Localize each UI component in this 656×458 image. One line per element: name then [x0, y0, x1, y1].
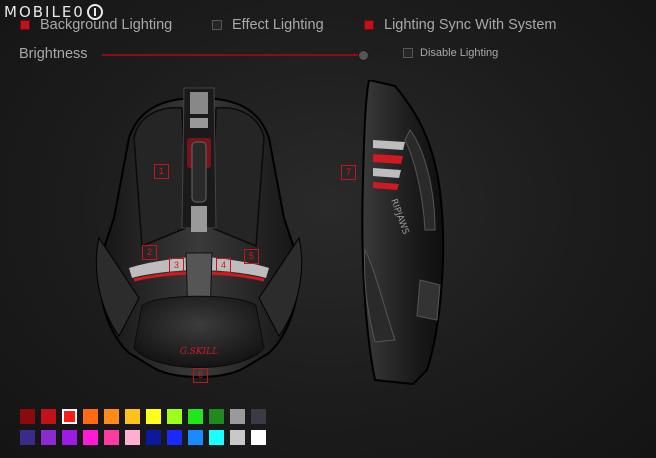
brightness-slider-track[interactable] — [102, 54, 364, 56]
color-swatch[interactable] — [62, 409, 77, 424]
color-swatch[interactable] — [251, 430, 266, 445]
lighting-sync-label: Lighting Sync With System — [384, 17, 557, 33]
background-lighting-label: Background Lighting — [40, 17, 173, 33]
color-swatch[interactable] — [125, 409, 140, 424]
svg-text:G.SKILL: G.SKILL — [180, 347, 218, 357]
color-swatch[interactable] — [146, 430, 161, 445]
zone-2-marker[interactable]: 2 — [142, 245, 157, 260]
color-swatch[interactable] — [83, 430, 98, 445]
color-swatch[interactable] — [167, 409, 182, 424]
color-swatch[interactable] — [230, 430, 245, 445]
color-swatch[interactable] — [146, 409, 161, 424]
color-swatch[interactable] — [125, 430, 140, 445]
color-swatch[interactable] — [188, 430, 203, 445]
color-swatch[interactable] — [230, 409, 245, 424]
zone-1-marker[interactable]: 1 — [154, 164, 169, 179]
logo-gear-icon — [86, 4, 103, 20]
zone-4-marker[interactable]: 4 — [216, 258, 231, 273]
zone-5-marker[interactable]: 5 — [244, 249, 259, 264]
color-swatch[interactable] — [83, 409, 98, 424]
zone-3-marker[interactable]: 3 — [169, 258, 184, 273]
color-swatch[interactable] — [104, 409, 119, 424]
lighting-sync-option[interactable]: Lighting Sync With System — [364, 17, 556, 33]
zone-7-marker[interactable]: 7 — [341, 165, 356, 180]
disable-lighting-option[interactable]: Disable Lighting — [403, 47, 498, 59]
lighting-sync-checkbox[interactable] — [364, 20, 374, 30]
mouse-side-view: RIPJAWS 7 — [341, 78, 455, 386]
color-swatch[interactable] — [104, 430, 119, 445]
effect-lighting-option[interactable]: Effect Lighting — [212, 17, 324, 33]
color-palette-row-2 — [20, 430, 266, 445]
color-swatch[interactable] — [188, 409, 203, 424]
color-swatch[interactable] — [209, 409, 224, 424]
color-swatch[interactable] — [20, 409, 35, 424]
color-swatch[interactable] — [251, 409, 266, 424]
color-swatch[interactable] — [209, 430, 224, 445]
logo-text: MOBILE0 — [4, 3, 85, 21]
zone-6-marker[interactable]: 6 — [193, 368, 208, 383]
background-lighting-checkbox[interactable] — [20, 20, 30, 30]
color-palette-row-1 — [20, 409, 266, 424]
disable-lighting-checkbox[interactable] — [403, 48, 413, 58]
disable-lighting-label: Disable Lighting — [420, 47, 499, 59]
mouse-top-illustration: G.SKILL — [95, 87, 303, 378]
color-swatch[interactable] — [20, 430, 35, 445]
effect-lighting-label: Effect Lighting — [232, 17, 324, 33]
color-swatch[interactable] — [62, 430, 77, 445]
color-swatch[interactable] — [41, 430, 56, 445]
mouse-top-view: G.SKILL 1 2 3 4 5 6 — [94, 78, 304, 384]
brightness-label: Brightness — [19, 46, 88, 62]
color-swatch[interactable] — [41, 409, 56, 424]
mouse-side-illustration: RIPJAWS — [361, 78, 445, 386]
brightness-slider-thumb[interactable] — [358, 50, 369, 61]
background-lighting-option[interactable]: Background Lighting — [20, 17, 172, 33]
site-logo: MOBILE0 — [4, 2, 103, 22]
effect-lighting-checkbox[interactable] — [212, 20, 222, 30]
color-swatch[interactable] — [167, 430, 182, 445]
